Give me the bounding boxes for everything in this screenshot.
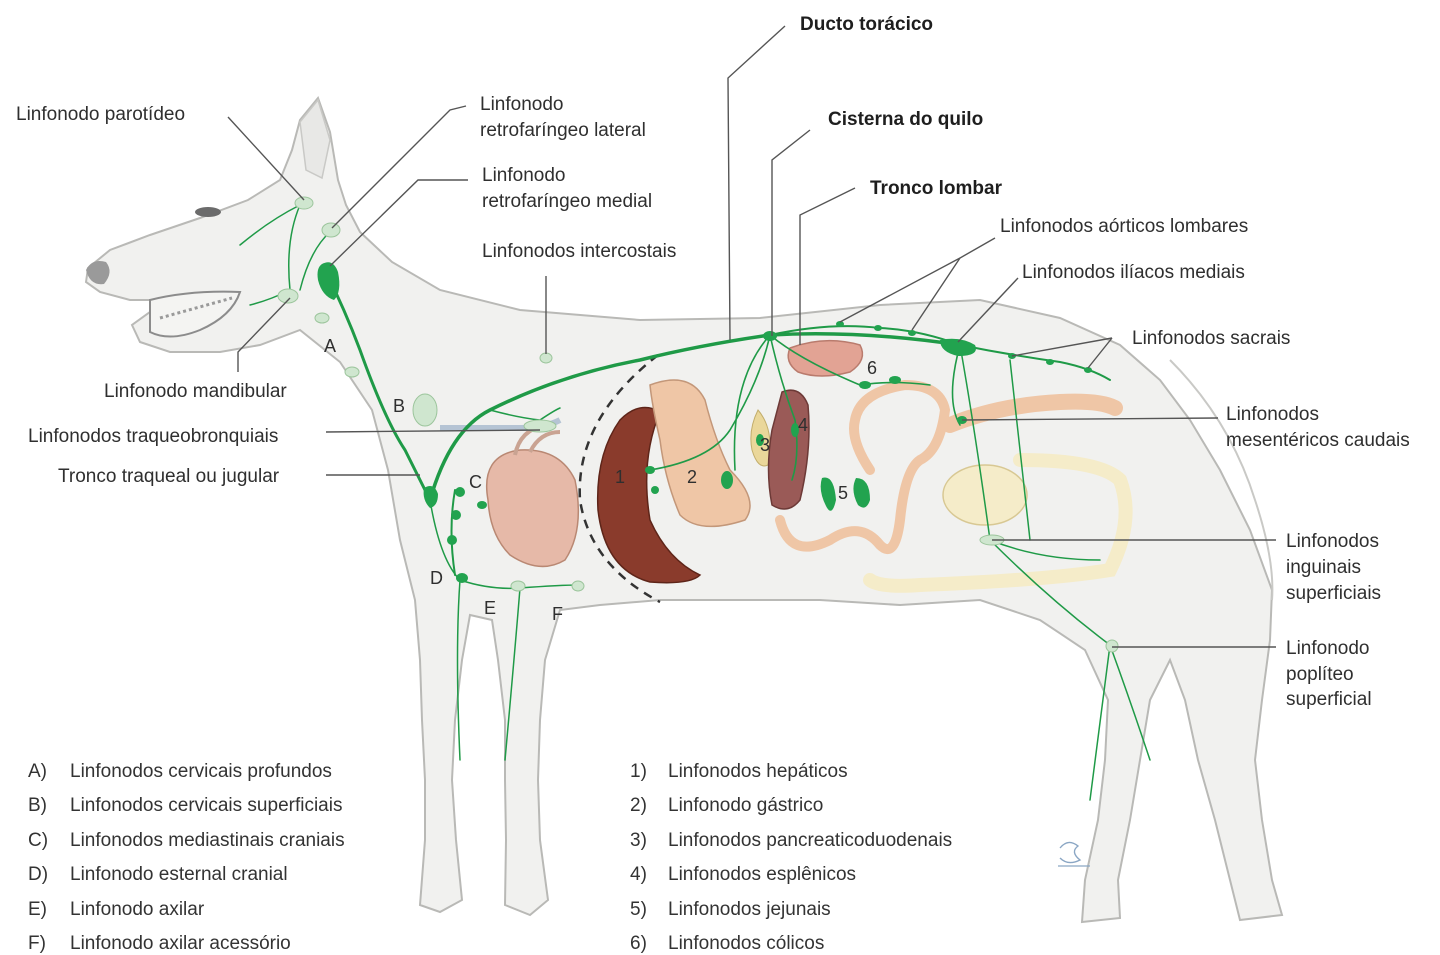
legend-number-text: Linfonodos jejunais: [668, 899, 831, 920]
legend-letter-key: E): [28, 899, 47, 920]
label-tronco-traqueal: Tronco traqueal ou jugular: [58, 466, 280, 487]
legend-number-text: Linfonodos pancreaticoduodenais: [668, 830, 952, 851]
label-intercostais: Linfonodos intercostais: [482, 241, 676, 262]
label-retro-lateral-1: Linfonodo: [480, 94, 563, 115]
node-colic-1: [859, 381, 871, 389]
legend-number-text: Linfonodos esplênicos: [668, 864, 856, 885]
label-retro-lateral-2: retrofaríngeo lateral: [480, 120, 646, 141]
label-traqueobronquiais: Linfonodos traqueobronquiais: [28, 426, 278, 447]
node-colic-2: [889, 376, 901, 384]
label-inguinais-3: superficiais: [1286, 583, 1381, 604]
label-mesentericos-1: Linfonodos: [1226, 404, 1319, 425]
legend-number-key: 2): [630, 795, 647, 816]
label-inguinais-2: inguinais: [1286, 557, 1361, 578]
leader-retro-lateral: [332, 106, 466, 228]
marker-E: E: [484, 598, 496, 618]
legend-number-text: Linfonodo gástrico: [668, 795, 823, 816]
legend-letter-text: Linfonodo axilar acessório: [70, 933, 291, 954]
node-cervical-deep-b: [345, 367, 359, 377]
label-aorticos-lombares: Linfonodos aórticos lombares: [1000, 216, 1248, 237]
legend-number-text: Linfonodos cólicos: [668, 933, 824, 954]
marker-F: F: [552, 604, 563, 624]
label-mandibular: Linfonodo mandibular: [104, 381, 287, 402]
legend-letter-key: B): [28, 795, 47, 816]
legend-letters: A) Linfonodos cervicais profundos B) Lin…: [28, 761, 345, 954]
marker-C: C: [469, 472, 482, 492]
legend-number-key: 4): [630, 864, 647, 885]
leader-ducto: [728, 26, 785, 340]
artist-signature: [1058, 842, 1090, 866]
label-tronco-lombar: Tronco lombar: [870, 178, 1003, 199]
legend-number-key: 3): [630, 830, 647, 851]
dog-eye: [195, 207, 221, 217]
node-hepatic-2: [651, 486, 659, 494]
label-iliacos-mediais: Linfonodos ilíacos mediais: [1022, 262, 1245, 283]
marker-A: A: [324, 336, 336, 356]
marker-B: B: [393, 396, 405, 416]
legend-letter-text: Linfonodos cervicais profundos: [70, 761, 332, 782]
node-cisterna: [763, 331, 777, 341]
marker-6: 6: [867, 358, 877, 378]
node-aortic-lumbar-3: [908, 330, 916, 336]
bladder: [943, 465, 1027, 525]
node-intercostal: [540, 353, 552, 363]
node-mediastinal-3: [477, 501, 487, 509]
label-retro-medial-1: Linfonodo: [482, 165, 565, 186]
node-sacral-2: [1046, 359, 1054, 365]
label-retro-medial-2: retrofaríngeo medial: [482, 191, 652, 212]
node-axillary: [511, 581, 525, 591]
label-mesentericos-2: mesentéricos caudais: [1226, 430, 1410, 451]
legend-number-key: 5): [630, 899, 647, 920]
node-retropharyngeal-lateral: [322, 223, 340, 237]
legend-letter-text: Linfonodos mediastinais craniais: [70, 830, 345, 851]
legend-letter-key: C): [28, 830, 48, 851]
legend-letter-key: A): [28, 761, 47, 782]
label-parotideo: Linfonodo parotídeo: [16, 104, 185, 125]
node-cervical-deep-a: [315, 313, 329, 323]
marker-3: 3: [760, 435, 770, 455]
kidney: [788, 341, 862, 376]
label-popliteo-2: poplíteo: [1286, 664, 1354, 685]
node-popliteal: [1106, 640, 1118, 652]
legend-number-key: 6): [630, 933, 647, 954]
legend-number-key: 1): [630, 761, 647, 782]
marker-5: 5: [838, 483, 848, 503]
legend-letter-text: Linfonodos cervicais superficiais: [70, 795, 342, 816]
node-axillary-accessory: [572, 581, 584, 591]
legend-letter-text: Linfonodo esternal cranial: [70, 864, 288, 885]
node-aortic-lumbar-2: [874, 325, 882, 331]
marker-D: D: [430, 568, 443, 588]
label-popliteo-3: superficial: [1286, 689, 1372, 710]
label-sacrais: Linfonodos sacrais: [1132, 328, 1290, 349]
node-hepatic: [645, 466, 655, 474]
leader-cisterna: [772, 130, 810, 336]
legend-letter-key: D): [28, 864, 48, 885]
legend-letter-text: Linfonodo axilar: [70, 899, 205, 920]
label-popliteo-1: Linfonodo: [1286, 638, 1369, 659]
legend-numbers: 1) Linfonodos hepáticos 2) Linfonodo gás…: [630, 761, 952, 954]
marker-4: 4: [798, 415, 808, 435]
marker-1: 1: [615, 467, 625, 487]
label-cisterna-quilo: Cisterna do quilo: [828, 109, 983, 130]
marker-2: 2: [687, 467, 697, 487]
legend-letter-key: F): [28, 933, 46, 954]
node-gastric: [721, 471, 733, 489]
node-mediastinal-1: [455, 487, 465, 497]
label-inguinais-1: Linfonodos: [1286, 531, 1379, 552]
node-mediastinal-2: [451, 510, 461, 520]
label-ducto-toracico: Ducto torácico: [800, 14, 933, 35]
node-parotid: [295, 197, 313, 209]
node-cervical-superficial: [413, 394, 437, 426]
node-sternal-2: [456, 573, 468, 583]
node-sternal-1: [447, 535, 457, 545]
legend-number-text: Linfonodos hepáticos: [668, 761, 848, 782]
